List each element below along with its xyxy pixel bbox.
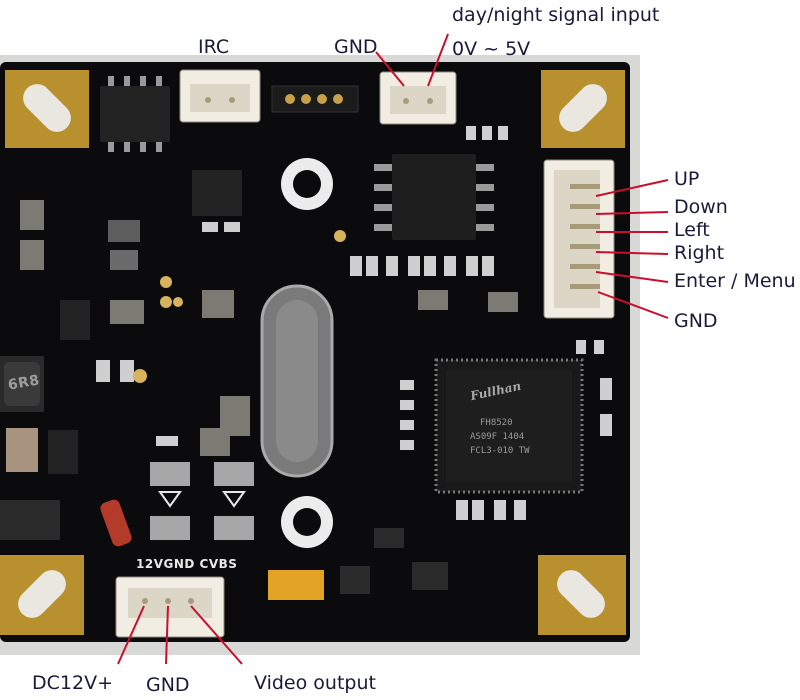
ic-top-left [100,76,170,152]
inductor [0,356,44,412]
label-up: UP [674,168,700,190]
mounting-pad-top-left [5,70,89,148]
tantalum-capacitor [268,570,324,600]
led-pads [150,462,254,540]
label-day-night-signal: day/night signal input [452,4,660,26]
label-video-output: Video output [254,672,376,694]
mounting-pad-bottom-right [538,555,626,635]
chip-line-2: AS09F 1404 [470,432,525,442]
irc-connector [179,69,261,123]
crystal-oscillator [260,284,334,478]
mounting-pad-bottom-left [0,555,84,635]
power-video-connector [115,576,225,638]
menu-buttons-connector [543,159,615,319]
mounting-pad-top-right [541,70,625,148]
ic-main-processor [434,358,584,494]
smd-resistors [96,126,612,520]
label-left: Left [674,219,710,241]
label-gnd-top: GND [334,36,378,58]
label-irc: IRC [198,36,230,58]
label-right: Right [674,242,725,264]
ic-small-left [48,170,242,474]
day-night-connector [379,71,457,125]
silkscreen-power-pins: 12VGND CVBS [136,557,238,571]
label-voltage-range: 0V ~ 5V [452,38,531,60]
label-gnd-right: GND [674,310,718,332]
header-pins [271,85,359,113]
callout-lines [117,33,669,665]
chip-line-1: FH8520 [480,418,513,428]
chip-line-3: FCL3-010 TW [470,446,530,456]
label-gnd-bottom: GND [146,674,190,696]
label-down: Down [674,196,728,218]
ic-flash [374,154,494,240]
mounting-hole-upper [281,158,333,210]
label-enter-menu: Enter / Menu [674,270,796,292]
smd-components [0,200,518,594]
mounting-hole-lower [281,496,333,548]
label-dc12v: DC12V+ [32,672,113,694]
diode [100,499,132,547]
test-pads [133,230,346,383]
